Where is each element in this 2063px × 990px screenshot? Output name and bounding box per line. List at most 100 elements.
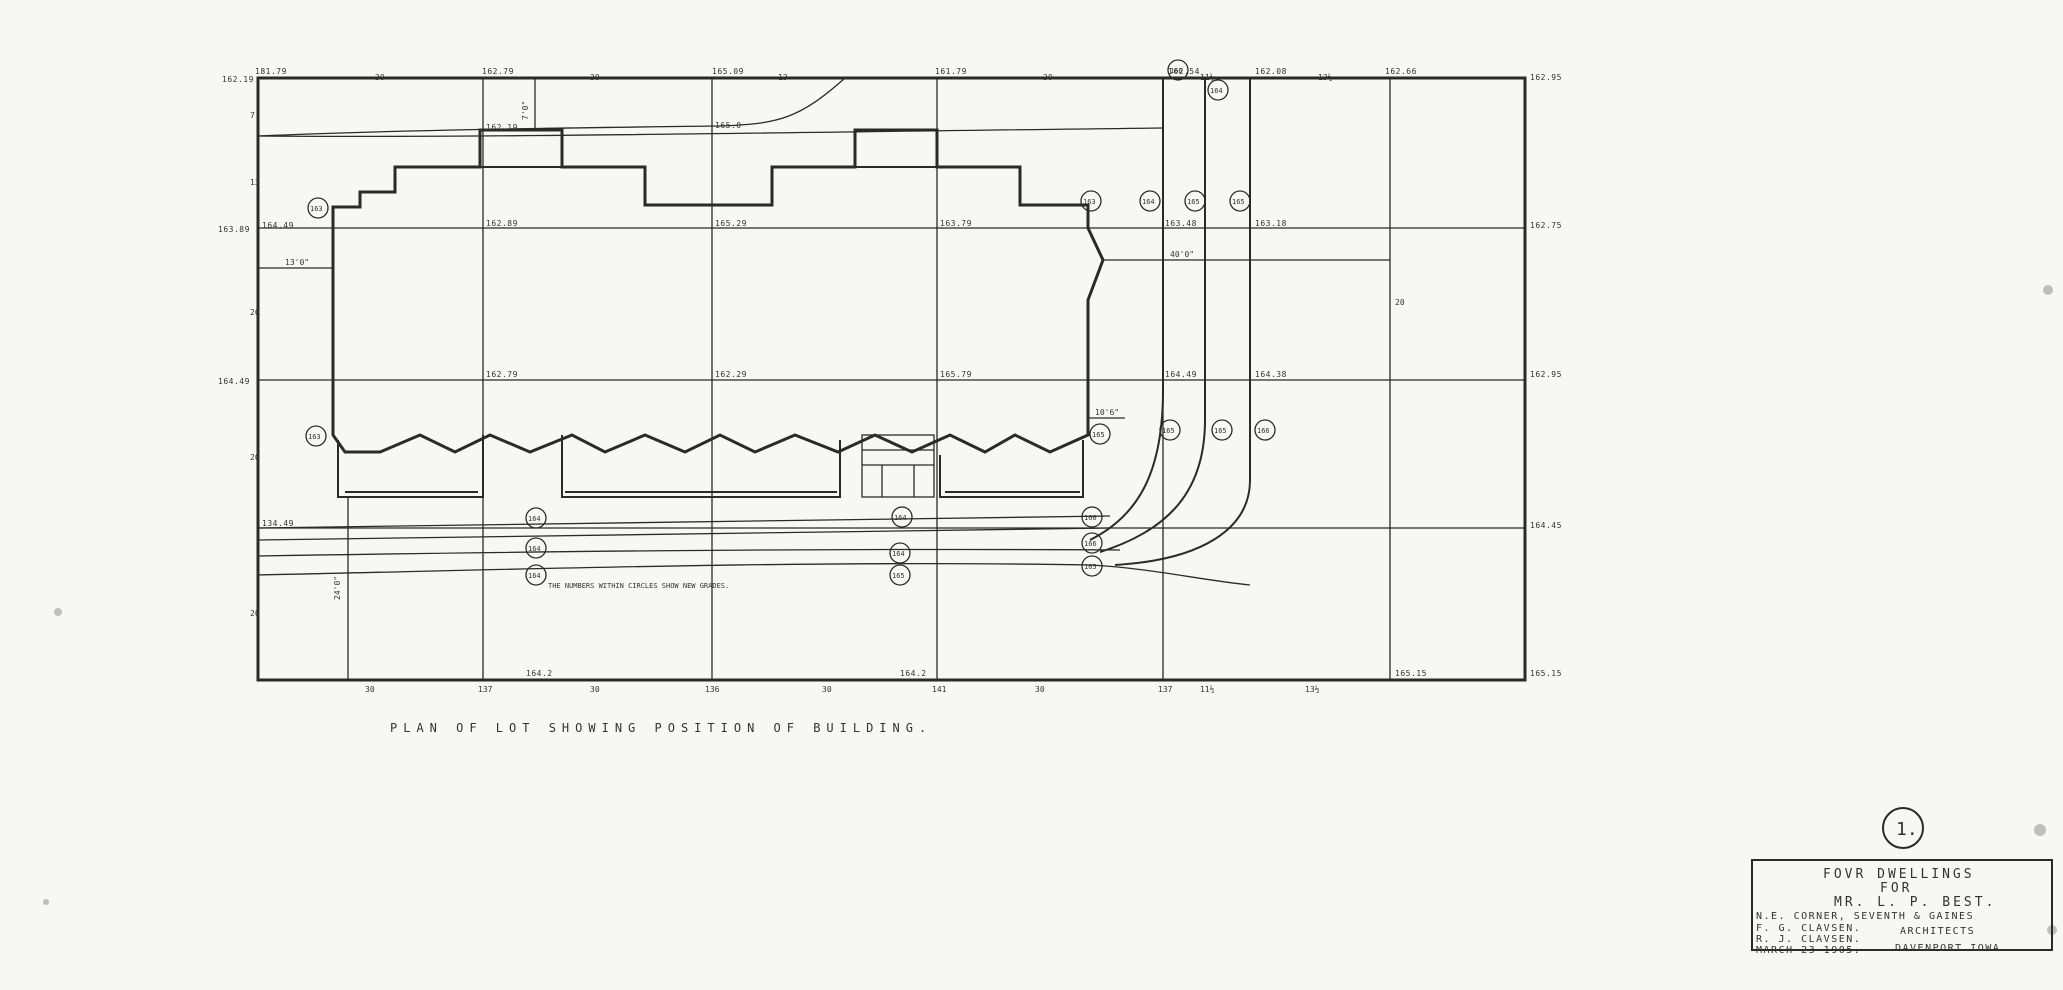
title-line2: FOR	[1880, 881, 1912, 896]
dim-label: 30	[590, 73, 600, 82]
dim-label: 7	[250, 111, 255, 120]
top-dimension-labels: 30 30 13 30 11½ 13½	[375, 72, 1333, 82]
drawing-caption: PLAN OF LOT SHOWING POSITION OF BUILDING…	[390, 721, 932, 735]
grid-horizontals	[258, 227, 1525, 529]
grade-value: 163	[310, 205, 323, 213]
grade-value: 164	[528, 572, 541, 580]
dim-label: 13	[250, 178, 260, 187]
grade-circle	[1081, 532, 1103, 554]
dim-label: 30	[1035, 685, 1045, 694]
grade-value: 165	[892, 572, 905, 580]
lot-boundary	[256, 76, 1527, 682]
elev-label: 165.79	[940, 370, 972, 379]
dim-label: 20	[1395, 298, 1405, 307]
elev-label: 134.49	[262, 519, 294, 528]
grade-circle	[1254, 419, 1276, 441]
elev-label: 163.18	[1255, 219, 1287, 228]
elev-label: 163.48	[1165, 219, 1197, 228]
grade-value: 164	[528, 515, 541, 523]
grade-value: 166	[1257, 427, 1270, 435]
dim-label: 20	[250, 609, 260, 618]
front-bay-left	[479, 129, 563, 168]
grade-circle	[525, 507, 547, 529]
grade-value: 165	[1232, 198, 1245, 206]
elev-label: 162.54	[1168, 67, 1200, 76]
elev-label: 164.2	[900, 669, 927, 678]
grade-value: 165	[1187, 198, 1200, 206]
grade-circle	[1211, 419, 1233, 441]
right-elevation-labels: 162.75 162.95 164.45 165.15	[1530, 221, 1562, 678]
elev-label: 162.19	[222, 75, 254, 84]
dim-label: 13½	[1318, 72, 1333, 82]
dim-label: 20	[250, 308, 260, 317]
dim-label: 13	[778, 73, 788, 82]
grade-value: 164	[1142, 198, 1155, 206]
elev-label: 165.15	[1395, 669, 1427, 678]
grade-value: 166	[1084, 514, 1097, 522]
grade-value: 164	[528, 545, 541, 553]
grade-value: 166	[1170, 67, 1183, 75]
elev-label: 165.15	[1530, 669, 1562, 678]
elev-label: 162.79	[486, 370, 518, 379]
title-line3: MR. L. P. BEST.	[1834, 895, 1996, 910]
porch-railings	[337, 435, 1084, 498]
elev-label: 164.49	[218, 377, 250, 386]
grade-value: 165	[1162, 427, 1175, 435]
grade-circle	[1080, 190, 1102, 212]
sheet-number: 1.	[1896, 819, 1918, 840]
dim-label: 11½	[1200, 684, 1215, 694]
grade-circle	[1081, 555, 1103, 577]
drawing-location: DAVENPORT IOWA	[1895, 943, 2000, 954]
grade-value: 163	[308, 433, 321, 441]
dim-label: 141	[932, 685, 947, 694]
dim-label: 30	[590, 685, 600, 694]
grade-circle	[525, 537, 547, 559]
elev-label: 165.29	[715, 219, 747, 228]
front-steps	[861, 434, 935, 498]
elev-label: 162.75	[1530, 221, 1562, 230]
elev-label: 162.95	[1530, 370, 1562, 379]
elev-label: 162.66	[1385, 67, 1417, 76]
grade-circle	[889, 564, 911, 586]
architects-label: ARCHITECTS	[1900, 926, 1975, 937]
grade-circle	[525, 564, 547, 586]
grade-circle	[307, 197, 329, 219]
grade-value: 164	[1210, 87, 1223, 95]
dim-label: 20	[250, 453, 260, 462]
dim-side-yard: 40'0"	[1170, 250, 1194, 259]
elev-label: 164.49	[1165, 370, 1197, 379]
left-elevation-labels: 163.89 164.49 164.49 134.49	[218, 221, 294, 528]
title-block	[1751, 859, 2053, 951]
grade-circle	[1167, 59, 1189, 81]
grade-circle	[1159, 419, 1181, 441]
elev-label: 165.09	[712, 67, 744, 76]
dimension-lines	[258, 78, 1390, 680]
side-dimension-labels: 7 13 20 20 20 20	[250, 111, 1405, 618]
bottom-dimension-labels: 30 137 30 136 30 141 30 137 11½ 13½	[365, 684, 1320, 694]
grade-value: 165	[1084, 563, 1097, 571]
elev-label: 163.89	[218, 225, 250, 234]
inner-elevation-labels: 162.19 165.0 162.89 165.29 162.79 162.29…	[486, 121, 1287, 379]
scan-smudge	[43, 899, 49, 905]
elev-label: 181.79	[255, 67, 287, 76]
dim-setback-left: 13'0"	[285, 258, 309, 267]
elev-label: 162.95	[1530, 73, 1562, 82]
grade-value: 164	[894, 514, 907, 522]
scan-smudge	[54, 608, 62, 616]
elev-label: 164.49	[262, 221, 294, 230]
grade-value: 165	[1214, 427, 1227, 435]
top-elevation-labels: 162.19 162.79 161.79 165.09 181.79 162.5…	[222, 67, 1562, 84]
dim-label: 30	[822, 685, 832, 694]
elev-label: 162.29	[715, 370, 747, 379]
grade-circle	[1229, 190, 1251, 212]
dim-label: 30	[365, 685, 375, 694]
elev-label: 162.19	[486, 123, 518, 132]
bottom-elevation-labels: 164.2 164.2 165.15	[526, 669, 1427, 678]
dim-label: 137	[1158, 685, 1173, 694]
dim-front-yard: 24'0"	[333, 576, 342, 600]
contour-lines	[257, 77, 1251, 586]
elev-label: 162.08	[1255, 67, 1287, 76]
